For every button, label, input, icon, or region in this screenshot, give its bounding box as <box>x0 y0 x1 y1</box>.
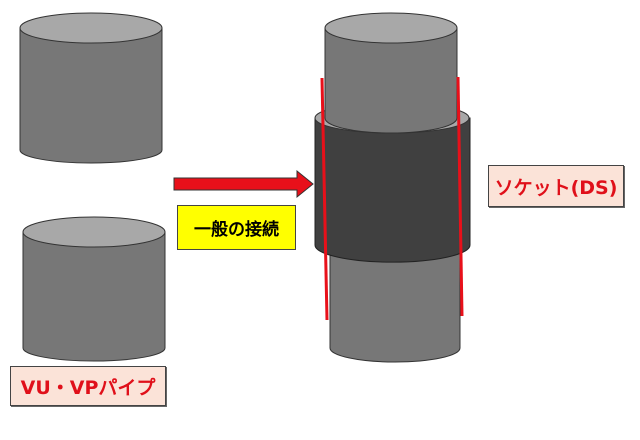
pipe-label-text: VU・VPパイプ <box>20 376 156 399</box>
socket-label: ソケット(DS) <box>488 165 624 207</box>
socket-edge-line-left <box>320 77 329 321</box>
socket-edge-line-right <box>456 76 464 317</box>
pipe-segment-upper-joined <box>324 12 458 134</box>
pipe-segment-lower-joined <box>329 239 461 363</box>
connection-label: 一般の接続 <box>177 205 296 250</box>
pipe-segment-top-left <box>19 12 163 164</box>
socket-label-text: ソケット(DS) <box>494 176 618 199</box>
pipe-segment-bottom-left <box>22 216 166 362</box>
pipe-label: VU・VPパイプ <box>10 366 166 406</box>
connection-label-text: 一般の接続 <box>194 220 279 240</box>
connection-arrow <box>173 169 314 199</box>
